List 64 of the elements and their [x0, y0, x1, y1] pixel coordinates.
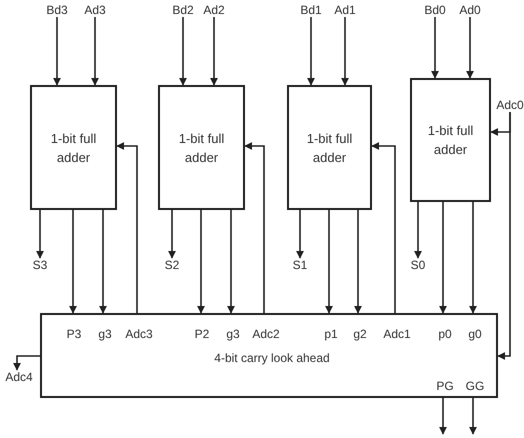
adder-block: [287, 85, 372, 210]
pin-label: Adc3: [125, 327, 153, 341]
signal-label: Adc4: [4, 370, 34, 384]
signal-label: Ad0: [458, 3, 482, 17]
arrow: [439, 202, 447, 314]
signal-label: Ad3: [83, 3, 107, 17]
carry-lookahead-block: [40, 313, 498, 398]
signal-label: S2: [162, 258, 182, 272]
arrow: [431, 17, 439, 79]
signal-label: Ad1: [333, 3, 357, 17]
pin-label: PG: [436, 379, 454, 393]
arrow: [197, 210, 205, 314]
arrow: [69, 210, 77, 314]
pin-label: g3: [98, 327, 112, 341]
arrow: [91, 17, 99, 86]
arrow: [371, 142, 396, 313]
pin-label: Adc2: [252, 327, 280, 341]
arrow: [325, 210, 333, 314]
arrow: [99, 210, 107, 314]
arrow: [13, 355, 40, 371]
block-label: 1-bit full adder: [50, 130, 98, 166]
arrow: [307, 17, 315, 86]
pin-label: p1: [324, 327, 338, 341]
block-label: 1-bit full adder: [178, 130, 226, 166]
pin-label: p0: [438, 327, 452, 341]
block-label: 1-bit full adder: [306, 130, 354, 166]
arrow: [497, 112, 511, 360]
arrow: [53, 17, 61, 86]
signal-label: Bd1: [299, 3, 323, 17]
signal-label: Bd0: [423, 3, 447, 17]
signal-label: S0: [408, 258, 428, 272]
signal-label: Bd3: [45, 3, 69, 17]
signal-label: Adc0: [496, 98, 524, 112]
pin-label: GG: [466, 379, 484, 393]
signal-label: S3: [30, 258, 50, 272]
adder-block: [158, 85, 245, 210]
arrow: [354, 210, 362, 314]
block-label: 1-bit full adder: [426, 122, 474, 159]
arrow: [469, 398, 477, 435]
arrow: [116, 142, 138, 313]
arrow: [210, 17, 218, 86]
pin-label: g0: [468, 327, 482, 341]
signal-label: Ad2: [202, 3, 226, 17]
pin-label: g2: [353, 327, 367, 341]
pin-label: P3: [66, 327, 82, 341]
arrow: [469, 202, 477, 314]
arrow: [168, 210, 176, 259]
arrow: [296, 210, 304, 259]
block-title: 4-bit carry look ahead: [214, 351, 330, 365]
pin-label: Adc1: [383, 327, 411, 341]
pin-label: g3: [226, 327, 240, 341]
arrow: [227, 210, 235, 314]
arrow: [36, 210, 44, 259]
arrow: [466, 17, 474, 79]
arrow: [179, 17, 187, 86]
adder-block: [410, 78, 491, 202]
arrow: [439, 398, 447, 435]
arrow: [341, 17, 349, 86]
arrow: [414, 202, 422, 259]
signal-label: Bd2: [171, 3, 195, 17]
signal-label: S1: [290, 258, 310, 272]
arrow: [244, 142, 265, 313]
adder-block: [30, 85, 117, 210]
pin-label: P2: [194, 327, 210, 341]
